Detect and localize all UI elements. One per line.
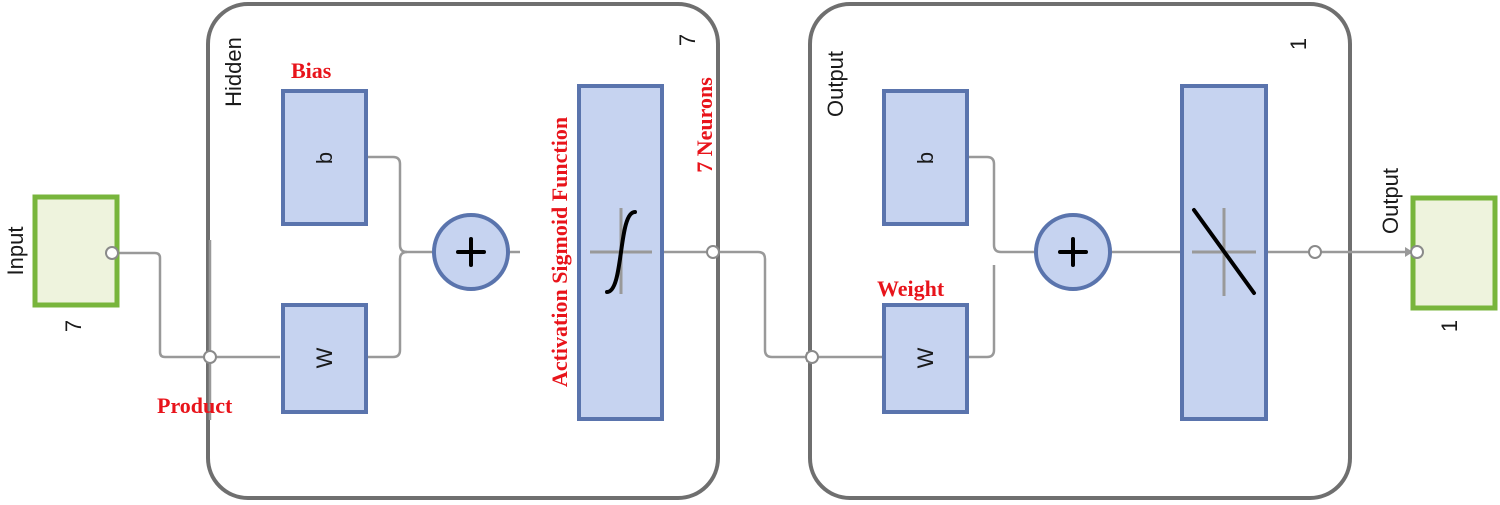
hidden-weight-block xyxy=(281,303,368,414)
output-layer-title: Output xyxy=(823,51,848,117)
annotation-bias: Bias xyxy=(291,58,332,83)
hidden-layer-size: 7 xyxy=(675,34,700,46)
output-layer-output-node xyxy=(1308,245,1322,259)
output-block xyxy=(1410,195,1498,311)
annotation-weight: Weight xyxy=(877,276,945,301)
hidden-output-node xyxy=(706,245,720,259)
product-node xyxy=(203,350,217,364)
output-layer-size: 1 xyxy=(1286,38,1311,50)
wire-hidden-to-output xyxy=(718,250,806,359)
output-title: Output xyxy=(1378,168,1403,234)
sigmoid-icon xyxy=(590,208,652,294)
input-title: Input xyxy=(3,227,28,276)
linear-function-icon xyxy=(1192,208,1256,296)
hidden-bias-symbol: b xyxy=(312,152,337,164)
input-size: 7 xyxy=(61,320,86,332)
input-block xyxy=(32,194,120,308)
hidden-weight-symbol: W xyxy=(312,347,337,368)
annotation-product: Product xyxy=(157,393,233,418)
wire-output-b-to-sum xyxy=(968,155,1034,254)
annotation-neurons: 7 Neurons xyxy=(692,77,717,173)
plus-icon xyxy=(456,237,486,267)
output-weight-symbol: W xyxy=(913,347,938,368)
output-layer-input-node xyxy=(805,350,819,364)
input-output-node xyxy=(105,246,119,260)
hidden-layer-title: Hidden xyxy=(221,37,246,107)
wire-input-to-hidden xyxy=(112,251,205,359)
hidden-bias-block xyxy=(281,89,368,226)
output-input-node xyxy=(1410,245,1424,259)
output-bias-block xyxy=(882,89,969,226)
output-bias-symbol: b xyxy=(913,152,938,164)
wire-output-w-to-sum xyxy=(968,265,996,359)
annotation-activation: Activation Sigmoid Function xyxy=(547,117,572,387)
output-weight-block xyxy=(882,303,969,414)
arrowhead-output xyxy=(1405,247,1413,257)
plus-icon xyxy=(1058,237,1088,267)
wire-hidden-w-to-sum xyxy=(366,250,408,359)
output-size: 1 xyxy=(1437,320,1462,332)
